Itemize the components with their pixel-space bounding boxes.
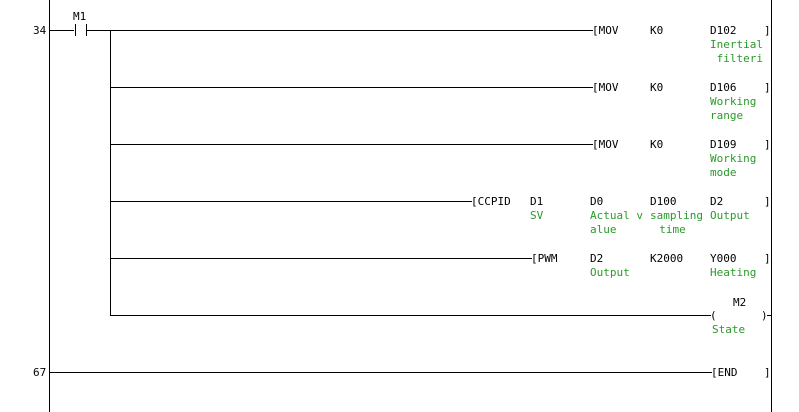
branch-wire-3: [110, 144, 593, 145]
operand-d106: D106: [710, 81, 737, 94]
comment-d102-line2: filteri: [710, 52, 763, 65]
comment-d100-line2: time: [646, 223, 686, 236]
step-number-34: 34: [33, 24, 47, 37]
coil-m2-close[interactable]: ): [761, 309, 768, 322]
operand-d100: D100: [650, 195, 677, 208]
comment-d102-line1: Inertial: [710, 38, 763, 51]
branch-wire-2: [110, 87, 593, 88]
branch-bus: [110, 30, 111, 316]
operand-k0-1: K0: [650, 24, 664, 37]
end-rung-wire: [50, 372, 712, 373]
bracket-close-1: ]: [764, 24, 771, 37]
operand-k0-3: K0: [650, 138, 664, 151]
wire-rail-to-contact: [50, 30, 74, 31]
coil-m2-label: M2: [733, 296, 747, 309]
comment-d106-line1: Working: [710, 95, 757, 108]
bracket-close-4: ]: [764, 195, 771, 208]
wire-contact-to-branch: [87, 30, 110, 31]
comment-d1: SV: [530, 209, 544, 222]
instruction-ccpid[interactable]: [CCPID: [471, 195, 511, 208]
operand-y000: Y000: [710, 252, 737, 265]
bracket-close-2: ]: [764, 81, 771, 94]
comment-y000: Heating: [710, 266, 757, 279]
operand-d2-pwm: D2: [590, 252, 604, 265]
operand-k2000: K2000: [650, 252, 684, 265]
comment-d109-line2: mode: [710, 166, 737, 179]
comment-d109-line1: Working: [710, 152, 757, 165]
left-power-rail: [49, 0, 50, 412]
instruction-mov-1[interactable]: [MOV: [592, 24, 619, 37]
operand-d102: D102: [710, 24, 737, 37]
operand-k0-2: K0: [650, 81, 664, 94]
comment-d0-line2: alue: [590, 223, 617, 236]
bracket-close-3: ]: [764, 138, 771, 151]
comment-d100-line1: sampling: [650, 209, 703, 222]
contact-m1-left-bar[interactable]: [75, 24, 76, 36]
comment-d106-line2: range: [710, 109, 744, 122]
comment-m2: State: [712, 323, 746, 336]
instruction-mov-3[interactable]: [MOV: [592, 138, 619, 151]
comment-d0-line1: Actual v: [590, 209, 643, 222]
branch-wire-1: [110, 30, 593, 31]
contact-m1-right-bar[interactable]: [86, 24, 87, 36]
contact-label-m1: M1: [73, 10, 87, 23]
operand-d0: D0: [590, 195, 604, 208]
coil-m2-out-wire: [767, 315, 771, 316]
branch-wire-6: [110, 315, 711, 316]
operand-d2-ccpid: D2: [710, 195, 724, 208]
instruction-mov-2[interactable]: [MOV: [592, 81, 619, 94]
coil-m2-open[interactable]: (: [710, 309, 717, 322]
branch-wire-4: [110, 201, 472, 202]
bracket-close-5: ]: [764, 252, 771, 265]
right-power-rail: [771, 0, 772, 412]
comment-d2-ccpid: Output: [710, 209, 750, 222]
branch-wire-5: [110, 258, 532, 259]
comment-d2-pwm: Output: [590, 266, 630, 279]
step-number-67: 67: [33, 366, 47, 379]
bracket-close-end: ]: [764, 366, 771, 379]
instruction-end[interactable]: [END: [711, 366, 738, 379]
instruction-pwm[interactable]: [PWM: [531, 252, 558, 265]
operand-d1: D1: [530, 195, 544, 208]
operand-d109: D109: [710, 138, 737, 151]
